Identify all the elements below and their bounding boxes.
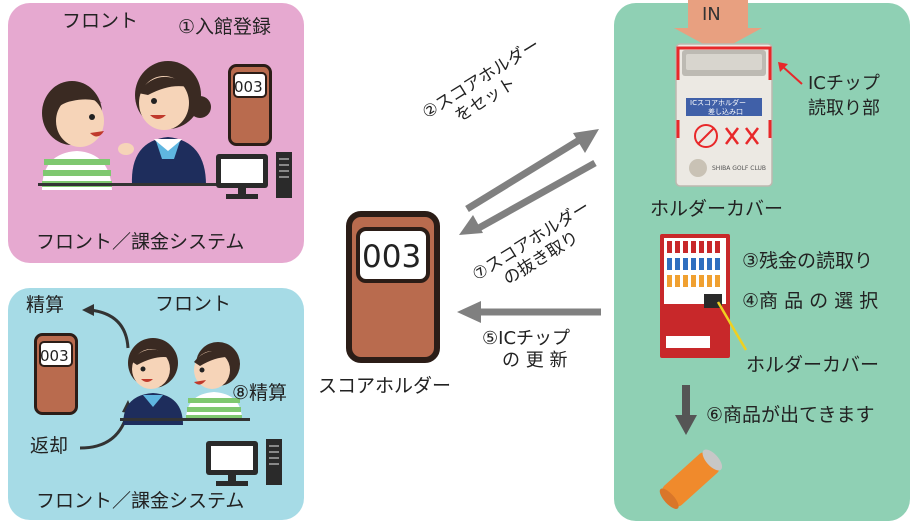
in-label: IN	[702, 4, 721, 25]
step5-line1: ⑤ICチップ	[482, 328, 571, 349]
front-holder-number: 003	[234, 78, 263, 96]
step6-label: ⑥商品が出てきます	[706, 404, 875, 426]
settle-desk-line	[120, 418, 250, 421]
front-caption: フロント／課金システム	[36, 231, 245, 253]
front-desk-line	[38, 183, 223, 186]
return-label: 返却	[30, 435, 69, 457]
staff-icon	[118, 61, 211, 185]
chip-label-line2: 読取り部	[808, 98, 880, 119]
step5-line2: の 更 新	[502, 350, 568, 371]
can-icon	[659, 449, 723, 509]
settle-title: フロント	[155, 293, 232, 315]
cover-label-line1: ICスコアホルダー	[690, 99, 746, 107]
step4-label: ④商 品 の 選 択	[742, 290, 879, 312]
person-icon	[186, 342, 242, 420]
settle-step: ⑧精算	[232, 382, 288, 404]
arrow-icon	[459, 129, 599, 235]
arrow-icon	[674, 0, 762, 52]
score-holder-icon	[34, 333, 78, 415]
cover-logo: SHIBA GOLF CLUB	[712, 165, 767, 172]
settle-holder-number: 003	[40, 347, 69, 365]
arrow-icon	[675, 385, 697, 435]
chip-label-line1: ICチップ	[808, 73, 880, 94]
center-holder-caption: スコアホルダー	[318, 375, 452, 397]
step3-label: ③残金の読取り	[742, 250, 874, 272]
front-title: フロント	[62, 10, 139, 32]
person-icon	[42, 81, 112, 190]
computer-icon	[206, 439, 282, 486]
arrow-icon	[716, 301, 748, 351]
staff-icon	[123, 338, 183, 425]
vending-machine-icon	[660, 234, 730, 358]
arrow-icon	[778, 62, 803, 85]
computer-icon	[216, 152, 292, 199]
cover-caption-2: ホルダーカバー	[746, 354, 880, 376]
cover-label-line2: 差し込み口	[708, 108, 743, 116]
holder-cover-icon	[675, 43, 773, 187]
step2-label: ②スコアホルダー をセット	[419, 18, 584, 139]
cover-caption: ホルダーカバー	[650, 198, 784, 220]
front-step-registration: ①入館登録	[178, 16, 272, 38]
arrow-icon	[457, 301, 601, 323]
settle-caption: フロント／課金システム	[36, 490, 245, 512]
score-holder-icon	[228, 64, 272, 146]
score-holder-icon	[346, 211, 440, 363]
settle-label: 精算	[26, 294, 65, 316]
center-holder-number: 003	[362, 239, 422, 275]
